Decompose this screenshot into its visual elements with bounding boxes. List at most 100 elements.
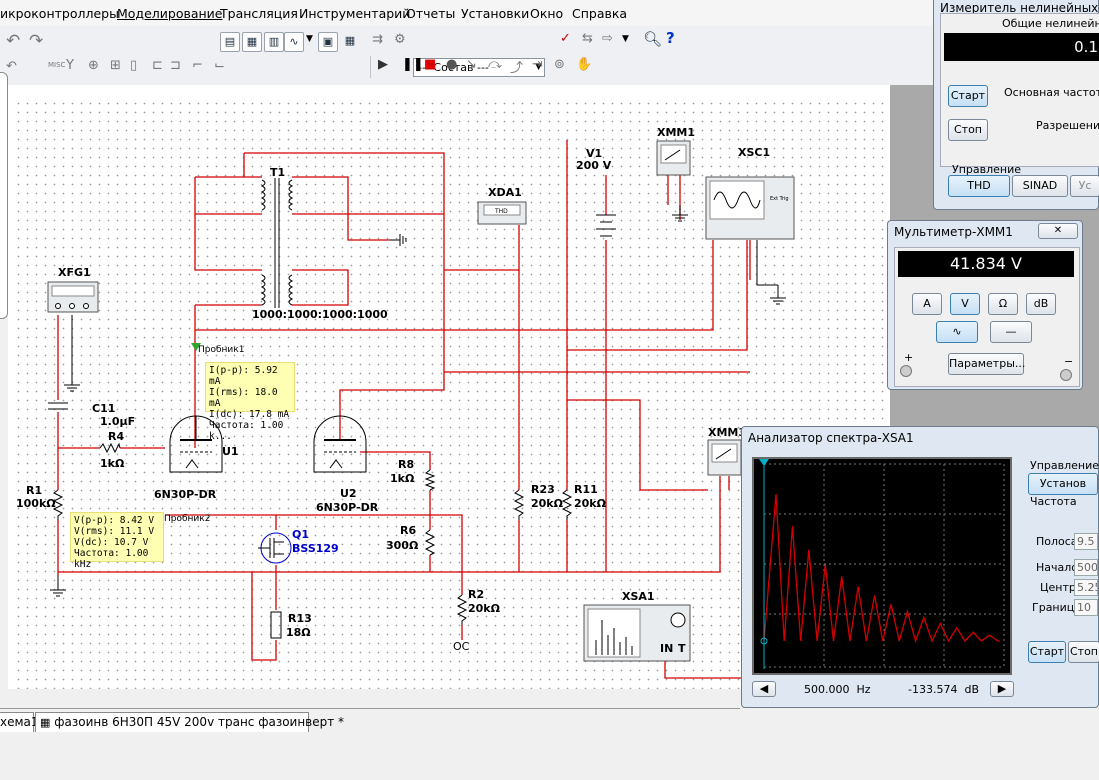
component-wizard-icon[interactable]: ⚙ [394,32,406,47]
netlist-icon[interactable]: ⇉ [372,32,383,47]
dc-mode-button[interactable]: — [990,321,1032,343]
forward-annotate-icon[interactable]: ⇨ [602,31,613,46]
xsa1-label: XSA1 [622,590,655,603]
distortion-analyzer-window[interactable]: Измеритель нелинейных иск Общие нелинейн… [933,0,1099,210]
erc-icon[interactable]: ✓ [560,31,571,46]
probe1-line: I(p-p): 5.92 mA [209,365,278,387]
ohm-button[interactable]: Ω [988,293,1018,315]
oc-label: OC [453,640,470,653]
cursor-handle-icon[interactable] [759,459,769,466]
ampere-button[interactable]: A [912,293,942,315]
xmm1-needle [664,149,681,161]
tube-u2 [313,415,367,473]
step-over-icon[interactable]: ⤼ [488,57,502,72]
thd-button[interactable]: THD [948,175,1010,197]
stop-icon[interactable]: ■ [424,57,437,72]
probe2-readout: V(p-p): 8.42 V V(rms): 11.1 V V(dc): 10.… [70,512,164,570]
hierarchy-icon[interactable]: ⌐ [192,58,203,73]
plus-terminal-icon[interactable] [900,365,912,377]
center-freq-field[interactable]: 5.25 [1074,579,1098,596]
breakpoint-icon[interactable]: ⊚ [554,57,565,72]
menu-options[interactable]: Установки [461,6,530,21]
chevron-down-icon[interactable]: ▼ [622,34,629,44]
design-toolbox-panel[interactable] [0,72,8,319]
c11-value: 1.0µF [100,415,135,428]
probe2-line: V(rms): 11.1 V [74,526,155,537]
close-icon[interactable]: ✕ [1038,223,1078,239]
back-annotate-icon[interactable]: ⇆ [582,31,593,46]
distortion-stop-button[interactable]: Стоп [948,119,988,141]
connector-icon[interactable]: ⊞ [110,58,121,73]
grounds [50,205,786,597]
mechanical-icon[interactable]: ⊏ [152,58,163,73]
step-into-icon[interactable]: ↘ [466,57,477,72]
sinad-button[interactable]: SINAD [1012,175,1068,197]
help-icon[interactable]: ? [666,29,675,47]
probe-icon[interactable]: ✋ [576,57,593,72]
component-view-button[interactable]: ▤ [220,32,240,52]
antenna-icon[interactable]: Y [66,58,74,73]
volt-button[interactable]: V [950,293,980,315]
menu-simulation[interactable]: Моделирование [117,6,223,21]
table-view-button[interactable]: ▥ [264,32,284,52]
place-junction-icon[interactable]: ⌙ [214,58,225,73]
pause-icon[interactable]: ❚❚ [402,57,424,72]
menu-help[interactable]: Справка [572,6,628,21]
spreadsheet-icon[interactable]: ▦ [344,34,356,47]
mixed-icon[interactable]: ⊕ [88,58,99,73]
probe1-label: Пробник1 [198,345,244,355]
ac-mode-button[interactable]: ∿ [936,321,978,343]
spectrum-stop-button[interactable]: Стоп [1068,641,1099,663]
minus-terminal-label: − [1064,355,1074,368]
bus-icon[interactable]: ⊐ [170,58,181,73]
cursor-right-button[interactable]: ▶ [990,681,1014,697]
undo-icon[interactable]: ↶ [6,31,21,51]
voltage-source-v1 [596,214,616,237]
step-out-icon[interactable]: ⤴ [510,61,524,76]
run-icon[interactable]: ▶ [378,57,388,72]
cursor-left-button[interactable]: ◀ [752,681,776,697]
menu-tools[interactable]: Инструментарий [299,6,411,21]
menu-window[interactable]: Окно [530,6,564,21]
band-field[interactable]: 9.5 [1074,533,1098,550]
distortion-start-button[interactable]: Старт [948,85,988,107]
settings-button[interactable]: Ус [1070,175,1099,197]
spectrum-screen[interactable] [752,457,1012,675]
parameters-button[interactable]: Параметры... [948,353,1025,375]
menu-transfer[interactable]: Трансляция [220,6,298,21]
probe1-marker[interactable] [191,343,201,351]
grid-view-button[interactable]: ▦ [242,32,262,52]
tab-phase-inverter[interactable]: ▦ фазоинв 6Н30П 45V 200v транс фазоинвер… [35,712,344,732]
postprocessor-button[interactable]: ▣ [318,32,338,52]
mcu-icon[interactable]: ▯ [130,58,138,73]
spectrum-analyzer-window[interactable]: Анализатор спектра-XSA1 ◀ 500.000 Hz -13… [741,426,1099,708]
resistor-r1 [52,489,64,520]
probe1-line: I(rms): 18.0 mA [209,387,278,409]
start-freq-field[interactable]: 500 [1074,559,1098,576]
xfg1-label: XFG1 [58,266,91,279]
db-button[interactable]: dB [1026,293,1056,315]
in-use-list-select[interactable]: --- Состав ---▼ [413,58,545,77]
pause-at-next-icon[interactable]: ● [446,57,458,72]
minus-terminal-icon[interactable] [1060,369,1072,381]
multimeter-window[interactable]: Мультиметр-XMM1 ✕ 41.834 V A V Ω dB ∿ — … [887,220,1083,390]
misc-icon[interactable]: MISC [48,61,66,69]
zoom-icon[interactable]: 🔍︎ [643,30,663,48]
r11-value: 20kΩ [574,497,607,510]
spectrum-start-button[interactable]: Старт [1028,641,1066,663]
undo-small-icon[interactable]: ↶ [6,59,17,74]
sine-wave-icon: ∿ [952,325,962,338]
menu-microcontrollers[interactable]: икроконтроллеры [0,6,119,21]
menu-reports[interactable]: Отчеты [406,6,456,21]
grapher-button[interactable]: ∿ [284,32,304,52]
probe1-line: Частота: 1.00 k... [209,420,284,442]
v1-label: V1 [586,147,602,160]
mosfet-q1 [258,532,292,564]
set-span-button[interactable]: Установ [1028,473,1098,495]
capacitor-c11 [48,402,68,410]
redo-icon[interactable]: ↷ [29,31,44,51]
end-freq-field[interactable]: 10 [1074,599,1098,616]
chevron-down-icon[interactable]: ▼ [306,34,313,44]
run-to-cursor-icon[interactable]: ⇥ [532,57,543,72]
tab-circuit1[interactable]: хема1 [0,712,39,732]
